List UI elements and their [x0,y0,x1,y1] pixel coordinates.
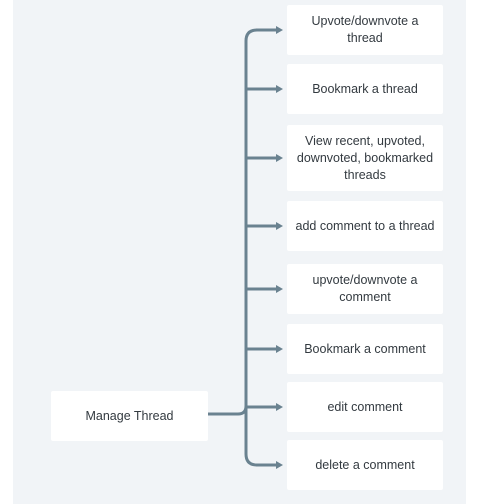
child-node-edit-comment: edit comment [287,382,443,432]
child-node-view-threads: View recent, upvoted, downvoted, bookmar… [287,125,443,191]
arrowhead-2 [276,85,283,93]
child-node-label: View recent, upvoted, downvoted, bookmar… [296,133,434,182]
child-node-bookmark-comment: Bookmark a comment [287,324,443,374]
arrowhead-6 [276,345,283,353]
arrowhead-1 [276,26,283,34]
arrowhead-7 [276,403,283,411]
arrowhead-5 [276,285,283,293]
child-node-label: Bookmark a thread [312,81,418,96]
root-connector [206,404,248,416]
child-node-label: delete a comment [315,457,415,472]
child-node-label: add comment to a thread [295,218,435,233]
root-node-label: Manage Thread [85,408,174,423]
child-node-delete-comment: delete a comment [287,440,443,490]
child-node-upvote-downvote-thread: Upvote/downvote a thread [287,5,443,55]
arrowhead-3 [276,154,283,162]
child-node-label: upvote/downvote a comment [312,273,418,304]
trunk-line [244,28,259,467]
child-node-label: edit comment [327,399,403,414]
root-node-manage-thread: Manage Thread [51,391,208,441]
child-node-label: Upvote/downvote a thread [311,14,419,45]
child-node-add-comment: add comment to a thread [287,201,443,251]
arrowhead-8 [276,461,283,469]
child-node-upvote-downvote-comment: upvote/downvote a comment [287,264,443,314]
child-node-bookmark-thread: Bookmark a thread [287,64,443,114]
arrowhead-4 [276,222,283,230]
child-node-label: Bookmark a comment [304,341,426,356]
